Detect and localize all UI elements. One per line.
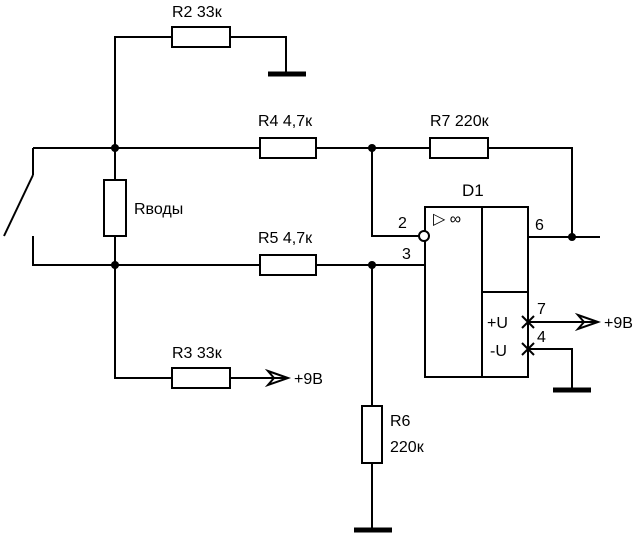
wire-r2-branch [114, 36, 287, 148]
label-pin3: 3 [402, 246, 411, 263]
junction-dot [111, 144, 119, 152]
label-supply-pin7: +9В [604, 315, 633, 332]
pin4-cross-icon [521, 342, 535, 356]
junction-dot [368, 261, 376, 269]
label-pin4: 4 [537, 329, 546, 346]
wire-r7-feedback [488, 147, 573, 237]
label-supply-r3: +9В [294, 371, 323, 388]
label-minus-u: -U [490, 343, 507, 360]
resistor-r3 [171, 367, 231, 389]
resistor-rvody [103, 179, 127, 237]
junction-dot [111, 261, 119, 269]
label-plus-u: +U [487, 315, 508, 332]
wire-inverting-input [371, 148, 419, 237]
label-r7: R7 220к [430, 113, 490, 130]
wire-bottom-row [32, 236, 425, 266]
label-r2: R2 33к [172, 4, 223, 21]
pin7-cross-icon [521, 315, 535, 329]
wire-left-bus [114, 148, 172, 379]
arrows [264, 312, 602, 388]
resistor-r6 [361, 405, 383, 464]
switch-blade [3, 174, 34, 237]
ground-symbols [268, 71, 591, 533]
label-r5: R5 4,7к [258, 230, 313, 247]
label-pin7: 7 [537, 301, 546, 318]
resistor-r2 [171, 26, 231, 48]
inverting-input-bubble [418, 230, 430, 242]
resistors [103, 26, 489, 464]
label-opamp-symbol: ▷ ∞ [433, 211, 461, 228]
junction-dot [568, 233, 576, 241]
resistor-r7 [429, 137, 489, 159]
resistor-r4 [259, 137, 317, 159]
label-r6-value: 220к [390, 439, 425, 456]
resistor-r5 [259, 254, 317, 276]
label-pin6: 6 [535, 217, 544, 234]
label-r4: R4 4,7к [258, 113, 313, 130]
opamp-d1 [418, 206, 535, 378]
label-r3: R3 33к [172, 345, 223, 362]
labels: R2 33к R4 4,7к R7 220к Rводы R5 4,7к R3 … [134, 4, 633, 456]
wire-pin4 [528, 348, 573, 388]
wires [3, 36, 600, 528]
label-rvody: Rводы [134, 201, 183, 218]
label-pin2: 2 [398, 215, 407, 232]
label-r6-name: R6 [390, 413, 411, 430]
junction-dot [368, 144, 376, 152]
junction-dots [111, 144, 576, 269]
label-d1: D1 [462, 181, 484, 200]
